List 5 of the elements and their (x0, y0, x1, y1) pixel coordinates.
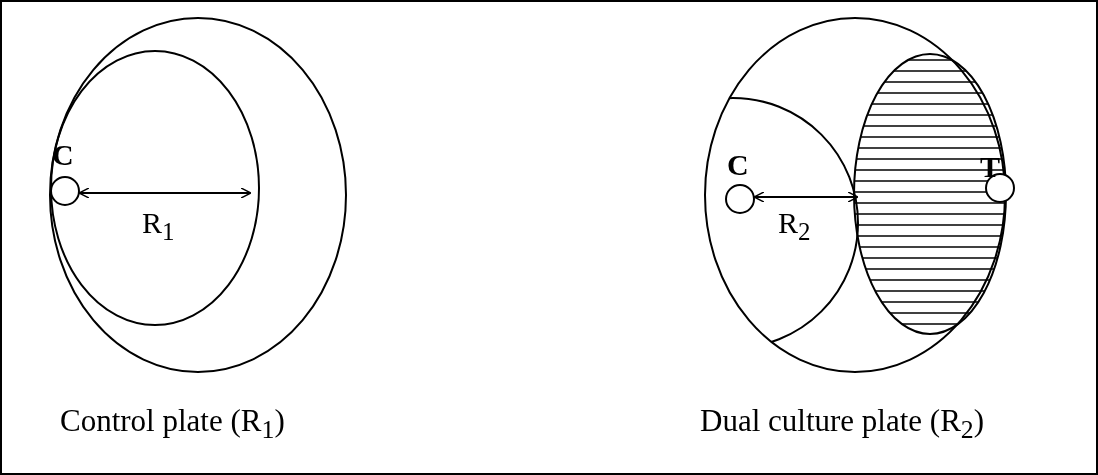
plate-caption: Dual culture plate (R$_{2}$) (700, 405, 985, 443)
plate-caption: Control plate (R$_{1}$) (60, 405, 285, 443)
colony-label: C (727, 150, 749, 180)
dimension-label: R$_{1}$ (142, 208, 175, 244)
dimension-label: R$_{2}$ (778, 208, 811, 244)
